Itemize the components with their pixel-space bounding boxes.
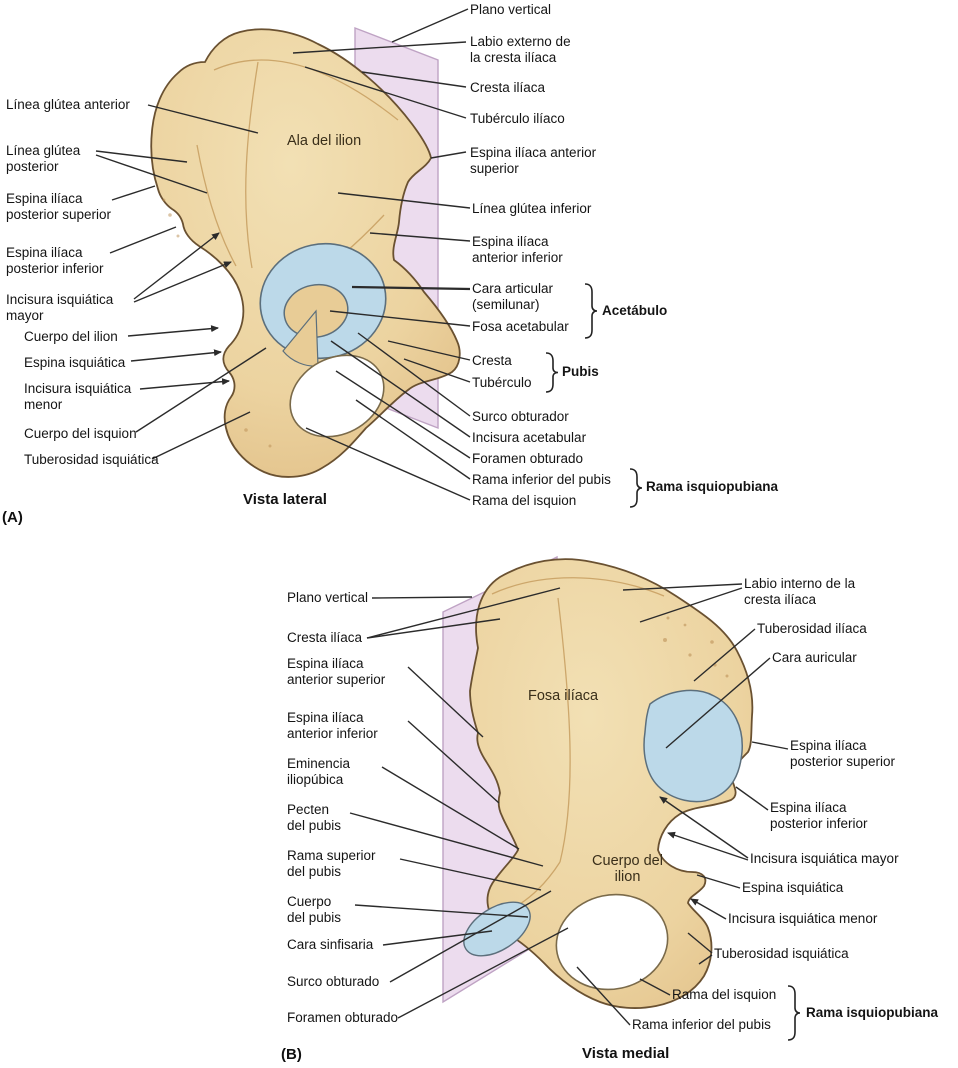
label-a-incisura-acetabular: Incisura acetabular [472,430,587,445]
brace-acetabulo [584,283,598,339]
bone-texture-a [162,198,272,448]
label-a-cresta-iliaca: Cresta ilíaca [470,80,546,95]
label-b-espina-iliaca-posterior-inferior: Espina ilíaca posterior inferior [770,800,868,832]
label-b-fosa-iliaca: Fosa ilíaca [528,688,599,704]
label-b-eminencia-iliopubica: Eminencia iliopúbica [287,756,351,788]
label-a-group-acetabulo: Acetábulo [602,303,668,318]
label-b-labio-interno: Labio interno de la cresta ilíaca [744,576,856,608]
label-a-espina-iliaca-anterior-inferior: Espina ilíaca anterior inferior [472,234,563,266]
label-b-plano-vertical: Plano vertical [287,590,369,605]
label-a-fosa-acetabular: Fosa acetabular [472,319,569,334]
label-a-espina-isquiatica: Espina isquiática [24,355,126,370]
label-a-cresta-pubis: Cresta [472,353,512,368]
label-a-labio-externo: Labio externo de la cresta ilíaca [470,34,571,66]
auricular-surface [643,689,743,803]
label-a-rama-inferior-del-pubis: Rama inferior del pubis [472,472,611,487]
label-a-espina-iliaca-posterior-inferior: Espina ilíaca posterior inferior [6,245,104,277]
panel-a-marker: (A) [2,509,23,526]
braces-b [787,985,801,1041]
label-b-rama-superior-del-pubis: Rama superior del pubis [287,848,376,880]
label-a-cuerpo-del-isquion: Cuerpo del isquion [24,426,137,441]
label-b-incisura-isquiatica-mayor: Incisura isquiática mayor [750,851,899,866]
label-a-linea-glutea-inferior: Línea glútea inferior [472,201,592,216]
brace-rama-isquiopubiana-a [629,468,643,508]
label-a-linea-glutea-posterior: Línea glútea posterior [6,143,81,175]
label-b-surco-obturado: Surco obturado [287,974,380,989]
label-b-espina-iliaca-anterior-superior: Espina ilíaca anterior superior [287,656,386,688]
panel-b-illustration [349,555,801,1041]
panel-a-illustration [95,8,643,508]
label-a-tuberculo-iliaco: Tubérculo ilíaco [470,111,565,126]
label-a-incisura-isquiatica-mayor: Incisura isquiática mayor [6,292,114,324]
obturator-foramen-b [555,893,669,991]
hip-bone-medial [469,558,754,1009]
leader-lines-a [95,8,471,501]
caption-vista-medial: Vista medial [582,1045,670,1062]
obturator-foramen-a [289,354,385,438]
label-a-rama-del-isquion: Rama del isquion [472,493,577,508]
label-b-cuerpo-del-ilion: Cuerpo del ilion [592,853,663,885]
caption-vista-lateral: Vista lateral [243,491,327,508]
label-a-group-pubis: Pubis [562,364,599,379]
label-b-group-rama-isquiopubiana: Rama isquiopubiana [806,1005,939,1020]
label-b-incisura-isquiatica-menor: Incisura isquiática menor [728,911,878,926]
panel-b-marker: (B) [281,1046,302,1063]
label-b-tuberosidad-isquiatica: Tuberosidad isquiática [714,946,849,961]
label-a-cara-articular: Cara articular (semilunar) [472,281,554,313]
label-a-linea-glutea-anterior: Línea glútea anterior [6,97,130,112]
leader-lines-b [349,583,789,1026]
label-a-incisura-isquiatica-menor: Incisura isquiática menor [24,381,132,413]
label-a-group-rama-isquiopubiana: Rama isquiopubiana [646,479,779,494]
label-b-espina-iliaca-anterior-inferior: Espina ilíaca anterior inferior [287,710,378,742]
label-a-foramen-obturado: Foramen obturado [472,451,584,466]
brace-pubis [545,352,559,393]
label-a-tuberosidad-isquiatica: Tuberosidad isquiática [24,452,159,467]
label-b-cresta-iliaca: Cresta ilíaca [287,630,363,645]
label-b-cuerpo-del-pubis: Cuerpo del pubis [287,894,342,926]
label-b-foramen-obturado: Foramen obturado [287,1010,399,1025]
label-b-cara-auricular: Cara auricular [772,650,857,665]
label-b-cara-sinfisaria: Cara sinfisaria [287,937,374,952]
braces-a [545,283,643,508]
label-a-surco-obturador: Surco obturador [472,409,569,424]
brace-rama-isquiopubiana-b [787,985,801,1041]
label-b-pecten-del-pubis: Pecten del pubis [287,802,342,834]
label-b-tuberosidad-iliaca: Tuberosidad ilíaca [757,621,867,636]
label-b-espina-isquiatica: Espina isquiática [742,880,844,895]
label-a-ala-del-ilion: Ala del ilion [287,133,362,149]
label-b-espina-iliaca-posterior-superior: Espina ilíaca posterior superior [790,738,896,770]
label-a-cuerpo-del-ilion: Cuerpo del ilion [24,329,118,344]
label-a-espina-iliaca-anterior-superior: Espina ilíaca anterior superior [470,145,597,177]
label-b-rama-del-isquion: Rama del isquion [672,987,777,1002]
label-a-plano-vertical: Plano vertical [470,2,552,17]
label-b-rama-inferior-del-pubis: Rama inferior del pubis [632,1017,771,1032]
label-a-espina-iliaca-posterior-superior: Espina ilíaca posterior superior [6,191,112,223]
label-a-tuberculo-pubis: Tubérculo [472,375,532,390]
